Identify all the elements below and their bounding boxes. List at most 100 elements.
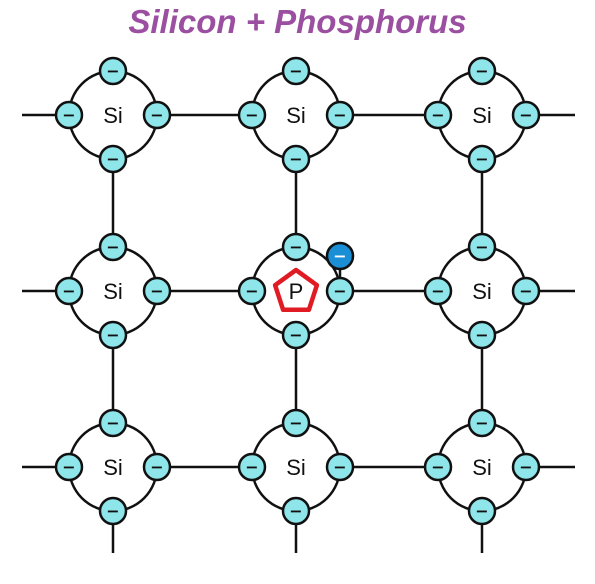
electron: −: [142, 276, 172, 306]
electron-circle: [511, 452, 541, 482]
minus-sign: −: [106, 238, 119, 257]
electron: −: [511, 276, 541, 306]
electron: −: [98, 56, 128, 86]
electron: −: [281, 320, 311, 350]
electron: −: [325, 100, 355, 130]
electron: −: [281, 144, 311, 174]
electron: −: [467, 232, 497, 262]
minus-sign: −: [245, 282, 258, 301]
electron-circle: [142, 276, 172, 306]
electron-circle: [325, 241, 355, 271]
electron: −: [467, 144, 497, 174]
minus-sign: −: [62, 282, 75, 301]
atom-label: Si: [286, 455, 306, 480]
minus-sign: −: [333, 458, 346, 477]
minus-sign: −: [289, 414, 302, 433]
electron-circle: [281, 144, 311, 174]
electron: −: [281, 496, 311, 526]
electron: −: [142, 452, 172, 482]
atom-label: Si: [286, 103, 306, 128]
electron-circle: [98, 320, 128, 350]
minus-sign: −: [475, 326, 488, 345]
electron: −: [237, 276, 267, 306]
minus-sign: −: [62, 458, 75, 477]
electron-circle: [54, 276, 84, 306]
electron-circle: [511, 100, 541, 130]
minus-sign: −: [106, 502, 119, 521]
electron-circle: [98, 56, 128, 86]
diagram-title: Silicon + Phosphorus: [128, 3, 467, 40]
atom-label: Si: [103, 103, 123, 128]
electron-circle: [423, 452, 453, 482]
dopant-pentagon-outline: [272, 267, 320, 313]
electron-circle: [237, 452, 267, 482]
electron-circle: [281, 320, 311, 350]
electron: −: [511, 452, 541, 482]
minus-sign: −: [289, 326, 302, 345]
electron: −: [98, 496, 128, 526]
silicon-atom: Si−−−−: [423, 232, 541, 350]
electron-circle: [237, 276, 267, 306]
electron-circle: [98, 408, 128, 438]
electron-circle: [281, 56, 311, 86]
silicon-atom: Si − − − −: [423, 56, 541, 174]
minus-sign: −: [289, 502, 302, 521]
electron-circle: [281, 408, 311, 438]
electron: −: [281, 56, 311, 86]
electron-circle: [467, 496, 497, 526]
electron: −: [98, 408, 128, 438]
electron-circle: [423, 276, 453, 306]
electron-circle: [98, 232, 128, 262]
electron-circle: [423, 100, 453, 130]
electron: −: [142, 100, 172, 130]
silicon-atom: Si − − − −: [423, 408, 541, 526]
electron-circle: [98, 496, 128, 526]
electron-circle: [467, 408, 497, 438]
minus-sign: −: [475, 502, 488, 521]
electron-circle: [467, 144, 497, 174]
extra-free-electron: −: [325, 241, 355, 271]
minus-sign: −: [106, 62, 119, 81]
minus-sign: −: [333, 282, 346, 301]
minus-sign: −: [475, 150, 488, 169]
minus-sign: −: [431, 106, 444, 125]
electron: −: [98, 144, 128, 174]
electron: −: [423, 452, 453, 482]
atom-label: Si: [103, 455, 123, 480]
electron: −: [54, 452, 84, 482]
electron: −: [423, 276, 453, 306]
electron-circle: [325, 100, 355, 130]
silicon-atom: Si−−−−: [54, 232, 172, 350]
electron: −: [467, 408, 497, 438]
electron-circle: [54, 100, 84, 130]
minus-sign: −: [289, 62, 302, 81]
electron-circle: [142, 452, 172, 482]
minus-sign: −: [519, 458, 532, 477]
electron: −: [467, 56, 497, 86]
minus-sign: −: [431, 458, 444, 477]
atom-label: Si: [472, 455, 492, 480]
phosphorus-atom: P−−−−: [237, 232, 355, 350]
atoms-layer: Si−−−−Si−−−−Si−−−−Si−−−−P−−−−Si−−−−Si−−−…: [54, 56, 541, 526]
minus-sign: −: [333, 106, 346, 125]
minus-sign: −: [475, 62, 488, 81]
minus-sign: −: [519, 106, 532, 125]
minus-sign: −: [475, 238, 488, 257]
electron-circle: [54, 452, 84, 482]
silicon-atom: Si−−−−: [237, 408, 355, 526]
minus-sign: −: [150, 106, 163, 125]
atom-label: Si: [103, 279, 123, 304]
minus-sign: −: [62, 106, 75, 125]
electron-circle: [98, 144, 128, 174]
electron: −: [325, 452, 355, 482]
electron-circle: [281, 232, 311, 262]
electron-circle: [237, 100, 267, 130]
extra-electron-layer: −: [325, 241, 355, 278]
atom-label: Si: [472, 103, 492, 128]
electron: −: [237, 100, 267, 130]
minus-sign: −: [106, 414, 119, 433]
electron-circle: [281, 496, 311, 526]
minus-sign: −: [289, 150, 302, 169]
electron-circle: [142, 100, 172, 130]
minus-sign: −: [245, 106, 258, 125]
